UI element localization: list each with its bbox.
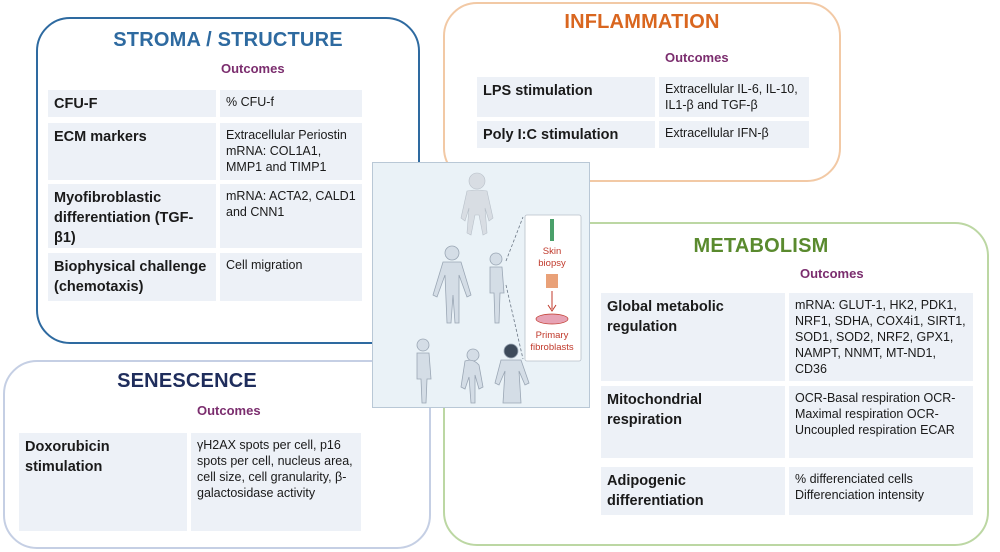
inflammation-panel: INFLAMMATION Outcomes LPS stimulation Ex…	[443, 2, 841, 182]
standing-figures	[416, 245, 530, 404]
inflammation-outcomes-header: Outcomes	[665, 50, 729, 65]
inflammation-row-lps: LPS stimulation Extracellular IL-6, IL-1…	[477, 77, 809, 117]
stroma-myofibroblastic-outcome: mRNA: ACTA2, CALD1 and CNN1	[220, 184, 362, 248]
senescence-row-doxorubicin: Doxorubicin stimulation γH2AX spots per …	[19, 433, 361, 531]
skin-biopsy-label-1: Skin	[543, 246, 561, 257]
inflammation-poly-ic-label: Poly I:C stimulation	[477, 121, 655, 148]
culture-dish-icon	[535, 313, 569, 325]
metabolism-adipogenic-outcome: % differenciated cells Differenciation i…	[789, 467, 973, 515]
stroma-row-cfu-f: CFU-F % CFU-f	[48, 90, 362, 117]
stroma-row-myofibroblastic: Myofibroblastic differentiation (TGF-β1)…	[48, 184, 362, 248]
primary-fibroblasts-label-1: Primary	[536, 330, 569, 341]
metabolism-row-adipogenic: Adipogenic differentiation % differencia…	[601, 467, 973, 515]
primary-fibroblasts-label-2: fibroblasts	[530, 342, 574, 353]
metabolism-title: METABOLISM	[693, 235, 829, 257]
metabolism-global-label: Global metabolic regulation	[601, 293, 785, 381]
stroma-myofibroblastic-label: Myofibroblastic differentiation (TGF-β1)	[48, 184, 216, 248]
stroma-ecm-markers-outcome: Extracellular Periostin mRNA: COL1A1, MM…	[220, 123, 362, 180]
senescence-title: SENESCENCE	[117, 370, 257, 392]
metabolism-outcomes-header: Outcomes	[800, 266, 864, 281]
stroma-biophysical-label: Biophysical challenge (chemotaxis)	[48, 253, 216, 301]
metabolism-mitochondrial-label: Mitochondrial respiration	[601, 386, 785, 458]
stroma-title: STROMA / STRUCTURE	[113, 29, 343, 51]
metabolism-panel: METABOLISM Outcomes Global metabolic reg…	[443, 222, 989, 546]
inflammation-row-poly-ic: Poly I:C stimulation Extracellular IFN-β	[477, 121, 809, 148]
metabolism-adipogenic-label: Adipogenic differentiation	[601, 467, 785, 515]
skin-biopsy-label-2: biopsy	[538, 258, 566, 269]
stroma-cfu-f-label: CFU-F	[48, 90, 216, 117]
senescence-panel: SENESCENCE Outcomes Doxorubicin stimulat…	[3, 360, 431, 549]
stroma-structure-panel: STROMA / STRUCTURE Outcomes CFU-F % CFU-…	[36, 17, 420, 344]
metabolism-mitochondrial-outcome: OCR-Basal respiration OCR-Maximal respir…	[789, 386, 973, 458]
inflammation-lps-outcome: Extracellular IL-6, IL-10, IL1-β and TGF…	[659, 77, 809, 117]
inflammation-poly-ic-outcome: Extracellular IFN-β	[659, 121, 809, 148]
biopsy-needle-icon	[550, 219, 554, 241]
tissue-sample-icon	[546, 274, 558, 288]
senescence-outcomes-header: Outcomes	[197, 403, 261, 418]
stroma-cfu-f-outcome: % CFU-f	[220, 90, 362, 117]
stroma-row-ecm-markers: ECM markers Extracellular Periostin mRNA…	[48, 123, 362, 180]
inflammation-title: INFLAMMATION	[564, 11, 720, 33]
inflammation-lps-label: LPS stimulation	[477, 77, 655, 117]
stroma-outcomes-header: Outcomes	[221, 61, 285, 76]
donor-figures-graphic: Skin biopsy Primary fibroblasts	[416, 172, 582, 404]
senescence-doxorubicin-label: Doxorubicin stimulation	[19, 433, 187, 531]
faded-figure	[460, 172, 494, 236]
stroma-ecm-markers-label: ECM markers	[48, 123, 216, 180]
human-figures-illustration: Skin biopsy Primary fibroblasts	[372, 162, 590, 408]
metabolism-row-mitochondrial: Mitochondrial respiration OCR-Basal resp…	[601, 386, 973, 458]
stroma-biophysical-outcome: Cell migration	[220, 253, 362, 301]
senescence-doxorubicin-outcome: γH2AX spots per cell, p16 spots per cell…	[191, 433, 361, 531]
metabolism-global-outcome: mRNA: GLUT-1, HK2, PDK1, NRF1, SDHA, COX…	[789, 293, 973, 381]
metabolism-row-global: Global metabolic regulation mRNA: GLUT-1…	[601, 293, 973, 381]
stroma-row-biophysical: Biophysical challenge (chemotaxis) Cell …	[48, 253, 362, 301]
